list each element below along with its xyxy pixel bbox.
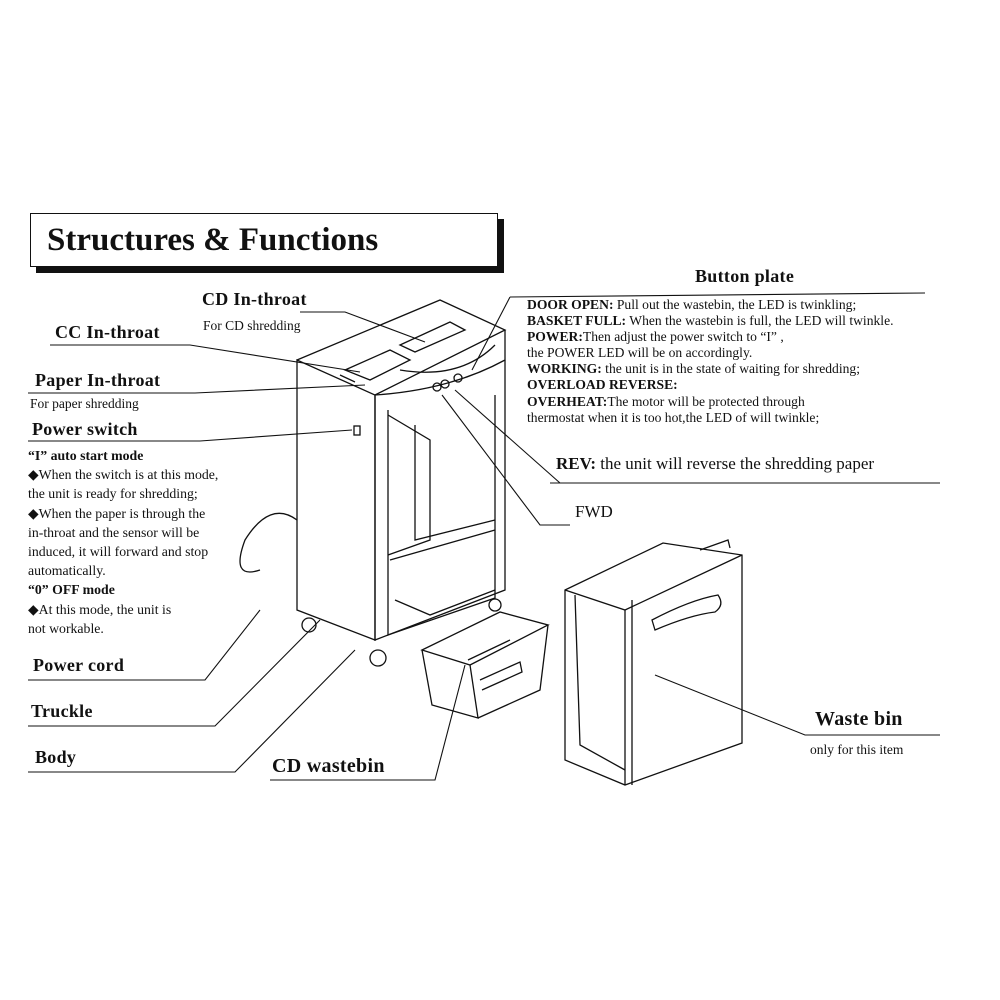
note-cd-in-throat: For CD shredding (203, 318, 301, 333)
mode-line: ◆When the switch is at this mode, (28, 467, 219, 483)
note-paper-in-throat: For paper shredding (30, 396, 139, 411)
cd-wastebin-drawing (420, 611, 550, 719)
mode-line: ◆At this mode, the unit is (28, 601, 172, 617)
off-mode-heading: “0” OFF mode (28, 582, 115, 598)
bp-line: thermostat when it is too hot,the LED of… (527, 409, 820, 425)
auto-mode-heading: “I” auto start mode (28, 448, 144, 463)
mode-line: ◆When the paper is through the (28, 505, 206, 521)
bp-line: OVERHEAT:The motor will be protected thr… (527, 393, 805, 409)
bp-line: POWER:Then adjust the power switch to “I… (527, 329, 784, 345)
leader-lines (28, 292, 940, 781)
label-cd-wastebin: CD wastebin (272, 755, 385, 777)
rev-text: the unit will reverse the shredding pape… (596, 454, 875, 473)
note-waste-bin: only for this item (810, 742, 904, 757)
bp-line: WORKING: the unit is in the state of wai… (527, 361, 861, 377)
bp-line: OVERLOAD REVERSE: (527, 377, 678, 393)
mode-line: induced, it will forward and stop (28, 544, 209, 560)
mode-line: not workable. (28, 620, 104, 636)
waste-bin-drawing (564, 539, 743, 786)
label-button-plate: Button plate (695, 266, 795, 286)
label-body: Body (35, 747, 77, 767)
mode-description: “I” auto start mode ◆When the switch is … (28, 446, 218, 638)
label-cd-in-throat: CD In-throat (202, 289, 307, 309)
label-power-cord: Power cord (33, 655, 125, 675)
rev-key: REV: (556, 454, 596, 473)
title-box: Structures & Functions (30, 213, 498, 267)
label-truckle: Truckle (31, 701, 93, 721)
mode-line: in-throat and the sensor will be (28, 524, 200, 540)
label-paper-in-throat: Paper In-throat (35, 370, 161, 390)
label-waste-bin: Waste bin (815, 708, 903, 730)
label-cc-in-throat: CC In-throat (55, 322, 160, 342)
mode-line: the unit is ready for shredding; (28, 486, 198, 502)
bp-line: DOOR OPEN: Pull out the wastebin, the LE… (527, 297, 857, 312)
button-plate-description: DOOR OPEN: Pull out the wastebin, the LE… (527, 297, 894, 426)
label-power-switch: Power switch (32, 419, 138, 439)
label-fwd: FWD (575, 502, 613, 521)
bp-line: BASKET FULL: When the wastebin is full, … (527, 313, 894, 329)
shredder-body (239, 299, 507, 667)
page-title: Structures & Functions (47, 222, 379, 258)
label-rev: REV: the unit will reverse the shredding… (556, 454, 874, 474)
mode-line: automatically. (28, 563, 106, 579)
bp-line: the POWER LED will be on accordingly. (527, 345, 753, 361)
